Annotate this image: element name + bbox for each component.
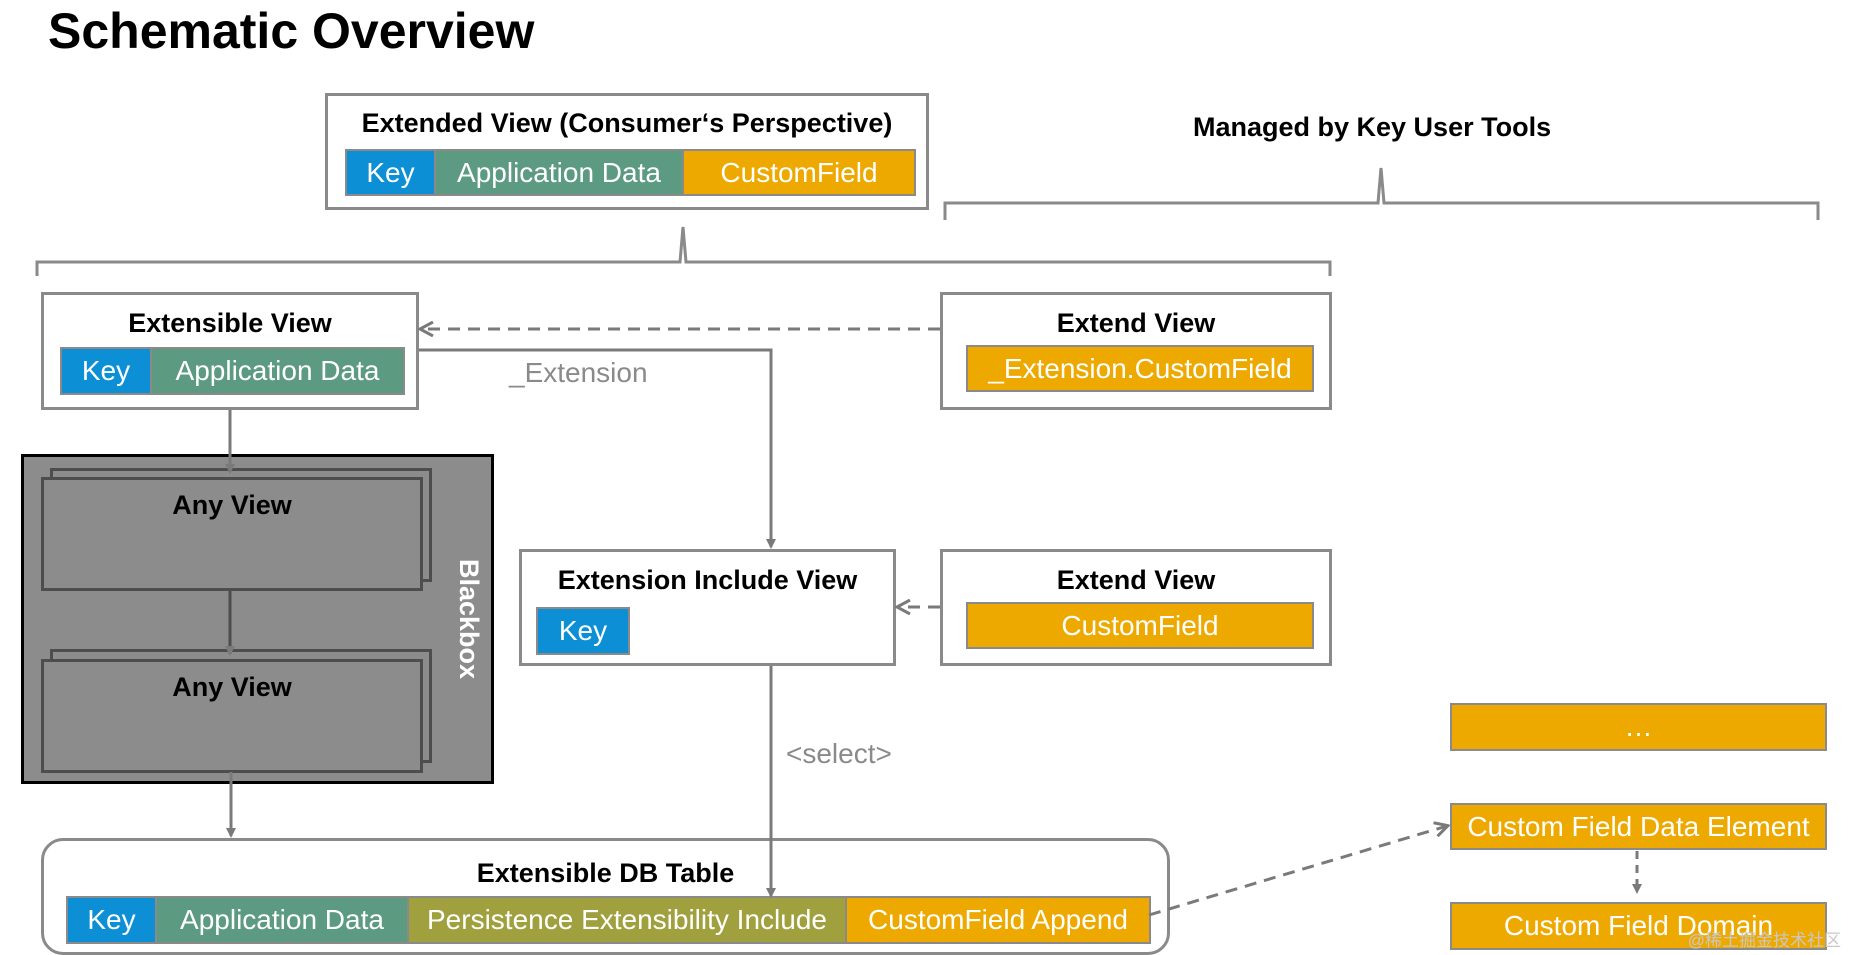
extend-view-bottom-box: Extend View CustomField xyxy=(940,549,1332,666)
db-table-application-data-field: Application Data xyxy=(155,896,409,944)
custom-field-data-element-box: Custom Field Data Element xyxy=(1450,803,1827,850)
arrow-append-to-data-element xyxy=(1148,826,1447,917)
db-table-customfield-append-field: CustomField Append xyxy=(845,896,1151,944)
extensible-view-box: Extensible View Key Application Data xyxy=(41,292,419,410)
blackbox-container: Any View Any View Blackbox xyxy=(21,454,494,784)
db-table-title: Extensible DB Table xyxy=(476,858,735,888)
extensible-view-key-field: Key xyxy=(60,347,152,395)
custom-field-domain-box: Custom Field Domain xyxy=(1450,902,1827,950)
extend-view-top-box: Extend View _Extension.CustomField xyxy=(940,292,1332,410)
any-view-1-title: Any View xyxy=(172,490,292,520)
extend-view-top-customfield: _Extension.CustomField xyxy=(966,345,1314,392)
any-view-1: Any View xyxy=(41,477,423,591)
extend-view-top-title: Extend View xyxy=(1056,308,1216,338)
extend-view-bottom-title: Extend View xyxy=(1056,565,1216,595)
extended-view-title: Extended View (Consumer‘s Perspective) xyxy=(361,108,893,138)
extensible-view-title: Extensible View xyxy=(128,308,332,338)
bracket-managed-key-user-tools xyxy=(943,167,1820,220)
db-table-persistence-include-field: Persistence Extensibility Include xyxy=(407,896,847,944)
extension-association-label: _Extension xyxy=(509,357,648,388)
extension-include-view-title: Extension Include View xyxy=(557,565,858,595)
managed-by-label: Managed by Key User Tools xyxy=(1193,112,1552,142)
extensible-view-application-data-field: Application Data xyxy=(150,347,405,395)
extended-view-key-field: Key xyxy=(345,149,436,196)
page-title: Schematic Overview xyxy=(48,3,535,59)
arrow-extension-association xyxy=(419,348,776,549)
extended-view-application-data-field: Application Data xyxy=(434,149,684,196)
extend-view-bottom-customfield: CustomField xyxy=(966,602,1314,649)
any-view-2-title: Any View xyxy=(172,672,292,702)
extended-view-box: Extended View (Consumer‘s Perspective) K… xyxy=(325,93,929,210)
db-table-key-field: Key xyxy=(66,896,157,944)
extended-view-customfield-field: CustomField xyxy=(682,149,916,196)
extension-include-view-key-field: Key xyxy=(536,607,630,655)
select-label: <select> xyxy=(786,738,892,769)
extensible-db-table-box: Extensible DB Table Key Application Data… xyxy=(41,838,1170,955)
bracket-extended-view xyxy=(35,226,1332,276)
ellipsis-box: … xyxy=(1450,703,1827,751)
watermark: @稀土掘金技术社区 xyxy=(1687,931,1841,950)
any-view-2: Any View xyxy=(41,659,423,773)
extension-include-view-box: Extension Include View Key xyxy=(519,549,896,666)
